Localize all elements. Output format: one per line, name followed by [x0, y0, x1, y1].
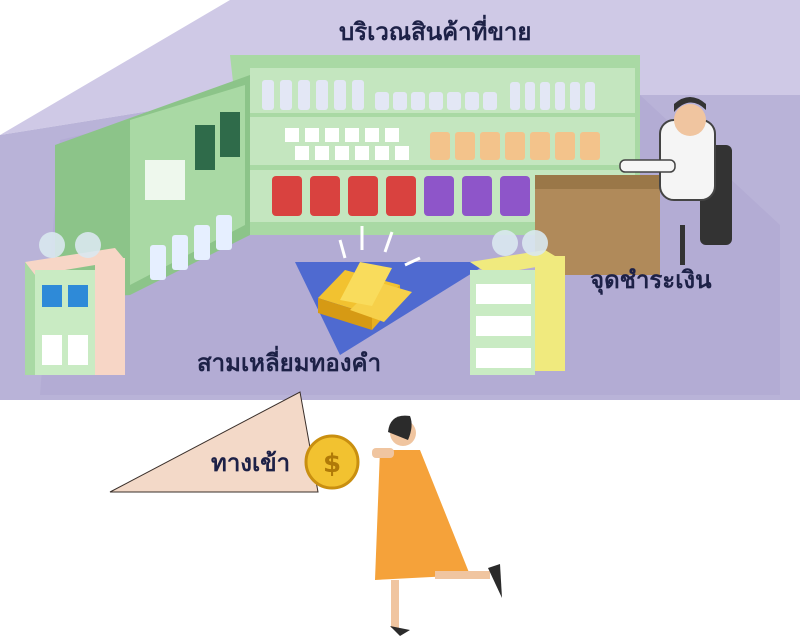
left-shelf [55, 75, 250, 300]
entrance-label: ทางเข้า [211, 449, 291, 477]
entrance-wedge [109, 391, 319, 493]
checkout-label: จุดชำระเงิน [590, 266, 712, 294]
cashier-person-icon [619, 97, 732, 265]
customer-woman-icon [372, 415, 502, 636]
coin-dollar-icon: $ [304, 434, 360, 490]
gold-triangle-label: สามเหลี่ยมทองคำ [197, 349, 382, 377]
gold-bars-icon [318, 226, 421, 330]
left-jar-display [25, 232, 125, 375]
svg-text:$: $ [323, 449, 341, 479]
sales-area-label: บริเวณสินค้าที่ขาย [339, 18, 532, 46]
right-jar-display [470, 230, 565, 375]
